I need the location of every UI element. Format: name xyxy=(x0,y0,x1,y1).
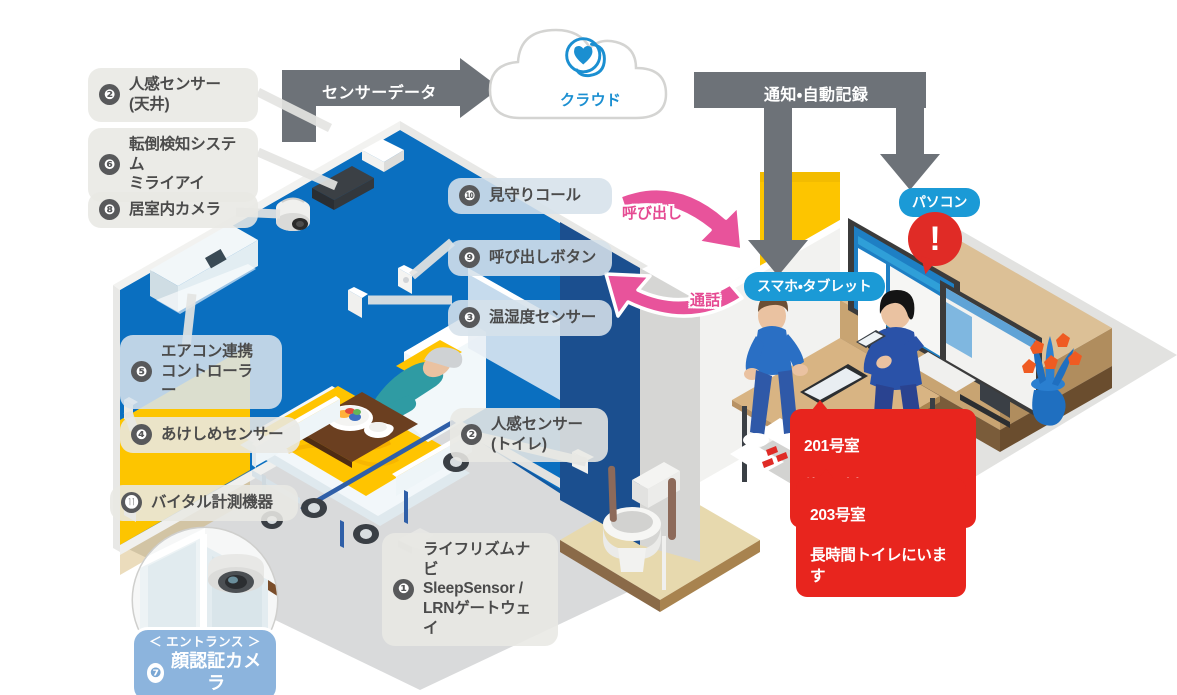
callout-label: 転倒検知システム ミライアイ xyxy=(129,136,237,193)
alert-message: 長時間トイレにいます xyxy=(810,547,947,585)
callout-label: 居室内カメラ xyxy=(129,200,221,218)
callout-number: ❷ xyxy=(99,84,120,106)
sensor-data-arrow xyxy=(282,58,500,142)
entrance-sublabel: ＜ エントランス ＞ xyxy=(149,635,261,649)
callout-fall-detection[interactable]: ❻ 転倒検知システム ミライアイ xyxy=(88,128,258,203)
callout-number: ❷ xyxy=(461,424,482,446)
callout-watch-call[interactable]: ❿ 見守りコール xyxy=(448,178,612,214)
alert-bubble-203: 203号室 長時間トイレにいます xyxy=(796,469,966,597)
flower-vase xyxy=(1022,333,1082,426)
cloud-heart-icon xyxy=(565,37,606,78)
callout-label: バイタル計測機器 xyxy=(151,493,273,511)
callout-sleepsensor-gateway[interactable]: ❶ ライフリズムナビ SleepSensor / LRNゲートウェイ xyxy=(382,533,558,647)
callout-aircon-controller[interactable]: ❺ エアコン連携 コントローラー xyxy=(120,335,282,410)
callout-vital-device[interactable]: ⓫ バイタル計測機器 xyxy=(110,485,298,521)
callout-number: ⓫ xyxy=(121,492,142,513)
flow-label-sensor-data: センサーデータ xyxy=(322,85,437,102)
talk-arrow xyxy=(604,272,744,318)
entrance-label: 顔認証カメラ xyxy=(171,651,262,693)
entrance-face-recognition-camera[interactable]: ＜ エントランス ＞ ❼ 顔認証カメラ xyxy=(131,627,279,695)
cloud-label: クラウド xyxy=(560,92,622,109)
ceiling-sensor xyxy=(362,139,404,172)
entrance-number: ❼ xyxy=(147,662,165,683)
fall-detection-device xyxy=(312,166,374,210)
callout-open-close-sensor[interactable]: ❹ あけしめセンサー xyxy=(120,417,300,453)
alert-exclamation-badge: ! xyxy=(908,212,962,266)
callout-motion-sensor-ceiling[interactable]: ❷ 人感センサー (天井) xyxy=(88,68,258,123)
callout-number: ❿ xyxy=(459,185,480,206)
toilet xyxy=(603,462,680,590)
flow-label-notification: 通知・自動記録 xyxy=(764,87,869,104)
callout-label: ライフリズムナビ SleepSensor / LRNゲートウェイ xyxy=(423,541,531,637)
flow-label-talk: 通話 xyxy=(690,292,721,309)
smartphone-in-hand xyxy=(856,330,886,348)
callout-label: 呼び出しボタン xyxy=(489,248,597,266)
notification-arrow xyxy=(694,72,940,276)
callout-label: あけしめセンサー xyxy=(161,425,284,443)
callout-number: ❽ xyxy=(99,199,120,220)
callout-room-camera[interactable]: ❽ 居室内カメラ xyxy=(88,192,258,228)
callout-label: 見守りコール xyxy=(489,186,581,204)
air-conditioner xyxy=(150,224,258,314)
callout-call-button[interactable]: ❾ 呼び出しボタン xyxy=(448,240,612,276)
callout-motion-sensor-toilet[interactable]: ❷ 人感センサー (トイレ) xyxy=(450,408,608,463)
callout-number: ❸ xyxy=(459,307,480,328)
call-arrow xyxy=(618,186,744,252)
callout-temp-humidity-sensor[interactable]: ❸ 温湿度センサー xyxy=(448,300,612,336)
room-camera xyxy=(276,197,310,231)
callout-label: エアコン連携 コントローラー xyxy=(161,343,253,400)
alert-room: 203号室 xyxy=(810,507,866,525)
callout-label: 温湿度センサー xyxy=(489,308,597,326)
flow-label-call: 呼び出し xyxy=(622,205,683,222)
callout-number: ❶ xyxy=(393,578,414,600)
callout-number: ❾ xyxy=(459,247,480,268)
callout-number: ❻ xyxy=(99,154,120,175)
monitor-right xyxy=(940,280,1042,428)
callout-label: 人感センサー (トイレ) xyxy=(491,416,583,453)
callout-number: ❹ xyxy=(131,424,152,445)
overbed-table xyxy=(296,392,418,468)
alert-room: 201号室 xyxy=(804,438,860,456)
device-tag-smartphone-tablet: スマホ・タブレット xyxy=(744,272,885,301)
callout-number: ❺ xyxy=(131,361,152,382)
entrance-main: ❼ 顔認証カメラ xyxy=(147,651,263,694)
callout-label: 人感センサー (天井) xyxy=(129,76,221,113)
